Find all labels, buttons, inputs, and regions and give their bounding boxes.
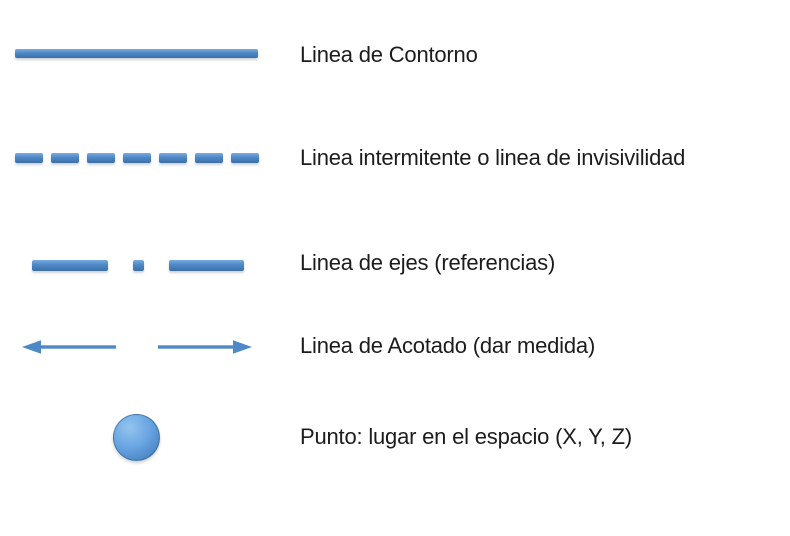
dash-segment [87,153,115,163]
dash-segment [15,153,43,163]
axis-line-label: Linea de ejes (referencias) [300,250,556,275]
axis-line-symbol [32,260,244,271]
axis-gap [144,265,169,266]
contour-line-label: Linea de Contorno [300,42,478,67]
dimension-arrow-left-icon [22,340,116,354]
dash-segment [195,153,223,163]
hidden-line-symbol [15,153,259,163]
dash-segment [159,153,187,163]
dash-segment [123,153,151,163]
dimension-arrow-right-icon [158,340,252,354]
contour-line-symbol [15,49,258,58]
axis-short-dash [133,260,144,271]
axis-gap [108,265,133,266]
dimension-line-label: Linea de Acotado (dar medida) [300,333,596,358]
dash-segment [231,153,259,163]
axis-long-dash [32,260,108,271]
axis-long-dash [169,260,244,271]
dash-segment [51,153,79,163]
point-symbol [113,414,160,461]
point-label: Punto: lugar en el espacio (X, Y, Z) [300,424,632,449]
hidden-line-label: Linea intermitente o linea de invisivili… [300,145,686,170]
